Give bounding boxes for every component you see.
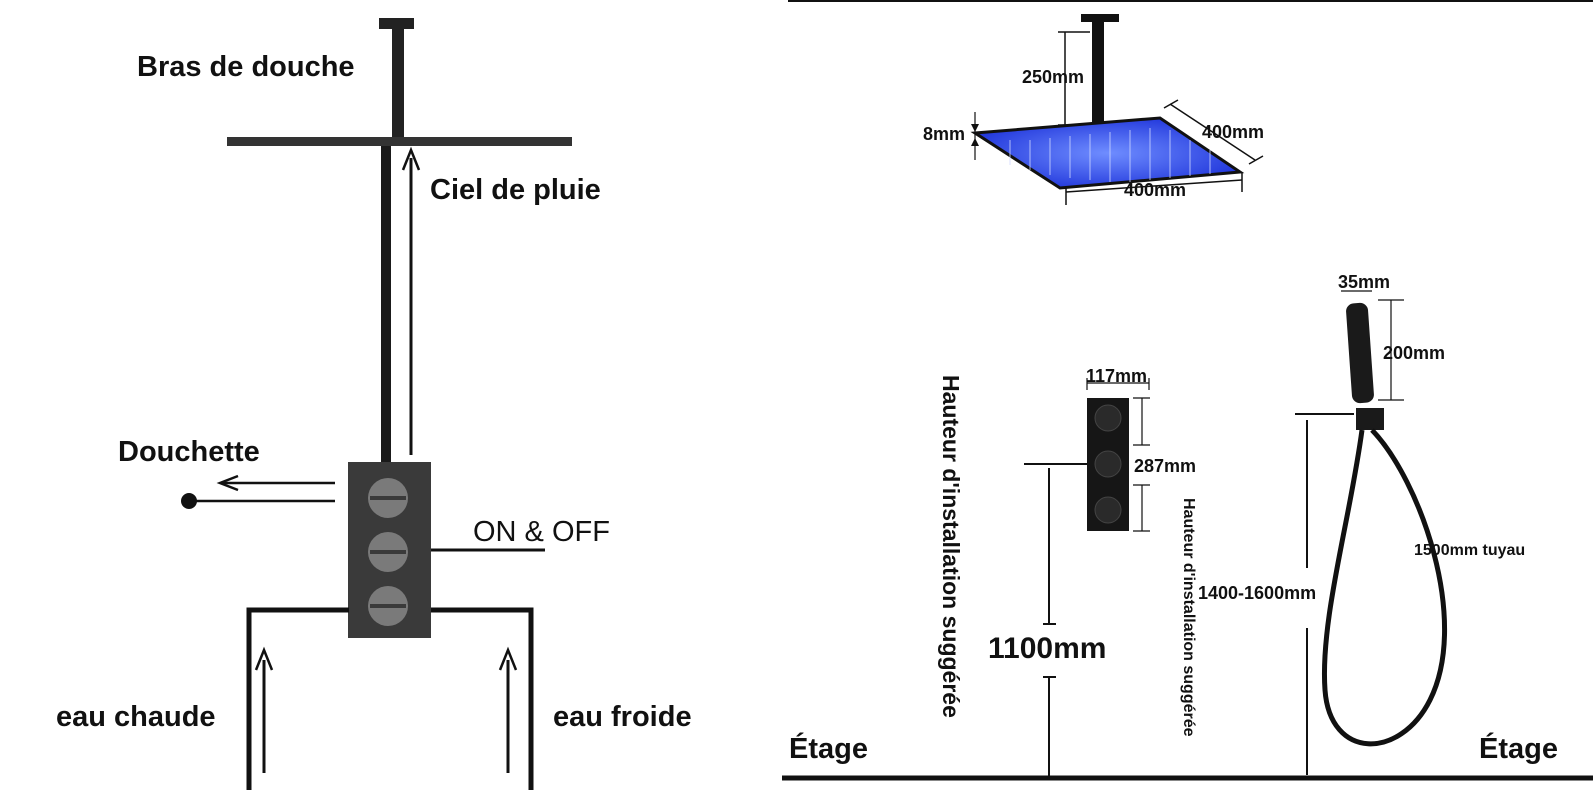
shower-hose <box>1321 428 1447 747</box>
cold-pipe <box>431 607 534 790</box>
label-floor-left: Étage <box>789 733 868 765</box>
dim-handle-length: 200mm <box>1383 343 1446 363</box>
dim-head-thickness: 8mm <box>923 124 966 144</box>
label-suggested-height-2: Hauteur d'installation suggérée <box>1180 498 1197 737</box>
hand-shower <box>1346 302 1374 404</box>
dim-valve-height: 287mm <box>1134 456 1197 476</box>
hand-shower-dot <box>181 493 197 509</box>
dim-valve-install-height: 1100mm <box>988 632 1107 665</box>
label-suggested-height-1: Hauteur d'installation suggérée <box>938 375 964 718</box>
label-hot-water: eau chaude <box>56 701 216 733</box>
rain-shower-head <box>970 116 1245 190</box>
supply-pipe <box>381 146 391 462</box>
left-schematic <box>181 18 572 790</box>
shower-holder <box>1356 408 1384 430</box>
dim-arm-length: 250mm <box>1022 67 1085 87</box>
ceiling-arm <box>1092 18 1104 128</box>
dim-hose-length: 1500mm tuyau <box>1414 542 1526 559</box>
rain-head-bar <box>227 137 572 146</box>
shower-arm <box>392 22 404 137</box>
hot-pipe <box>246 607 349 790</box>
label-rain-sky: Ciel de pluie <box>430 174 601 206</box>
label-hand-shower: Douchette <box>118 436 260 468</box>
dim-valve-width: 117mm <box>1086 366 1148 386</box>
right-diagram <box>782 14 1593 781</box>
dim-head-width: 400mm <box>1124 180 1187 200</box>
label-floor-right: Étage <box>1479 733 1558 765</box>
label-shower-arm: Bras de douche <box>137 51 355 83</box>
label-cold-water: eau froide <box>553 701 692 733</box>
label-on-off: ON & OFF <box>473 516 610 548</box>
dim-head-depth: 400mm <box>1202 122 1265 142</box>
dim-holder-install-height: 1400-1600mm <box>1198 583 1317 603</box>
dim-handle-width: 35mm <box>1338 272 1391 292</box>
